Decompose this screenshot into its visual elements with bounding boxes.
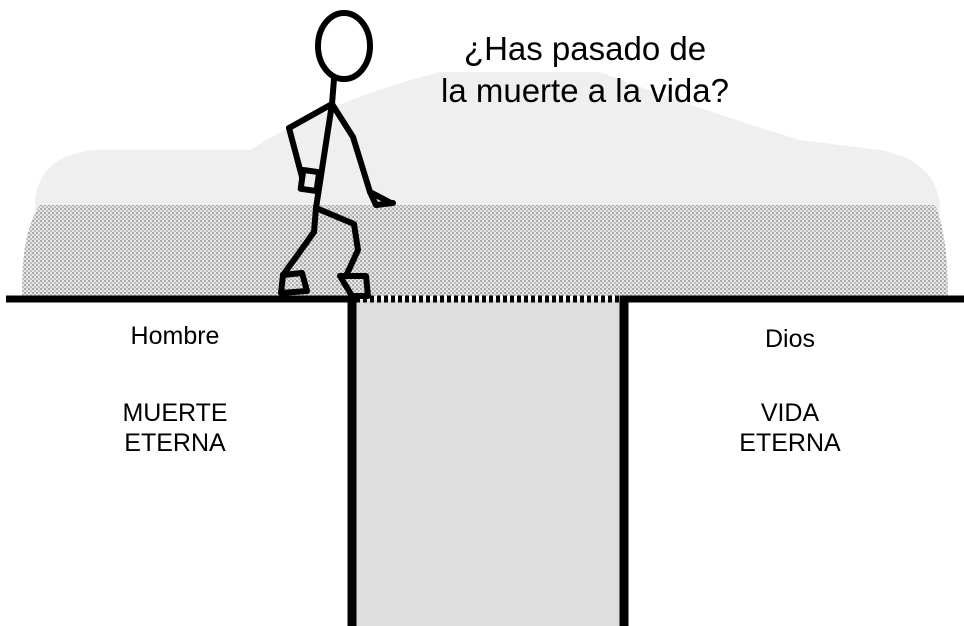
mound-dotted: [22, 205, 948, 296]
left-side-title: Hombre: [130, 322, 220, 350]
figure-leg-front: [313, 205, 361, 279]
stick-figure: [278, 10, 396, 299]
right-side-state: VIDA ETERNA: [739, 399, 841, 457]
question-text: ¿Has pasado de la muerte a la vida?: [441, 30, 729, 109]
figure-hand-back: [297, 166, 323, 195]
figure-arm-front: [329, 101, 394, 206]
figure-foot-front: [337, 273, 371, 299]
left-side-state: MUERTE ETERNA: [122, 399, 228, 457]
chasm: [356, 300, 620, 626]
figure-hand-front: [367, 189, 396, 208]
figure-arm-back: [286, 101, 335, 180]
mound-light: [35, 72, 940, 215]
figure-foot-back: [278, 270, 310, 296]
figure-leg-back: [280, 205, 319, 278]
figure-head: [315, 10, 373, 82]
right-side-title: Dios: [764, 325, 815, 353]
